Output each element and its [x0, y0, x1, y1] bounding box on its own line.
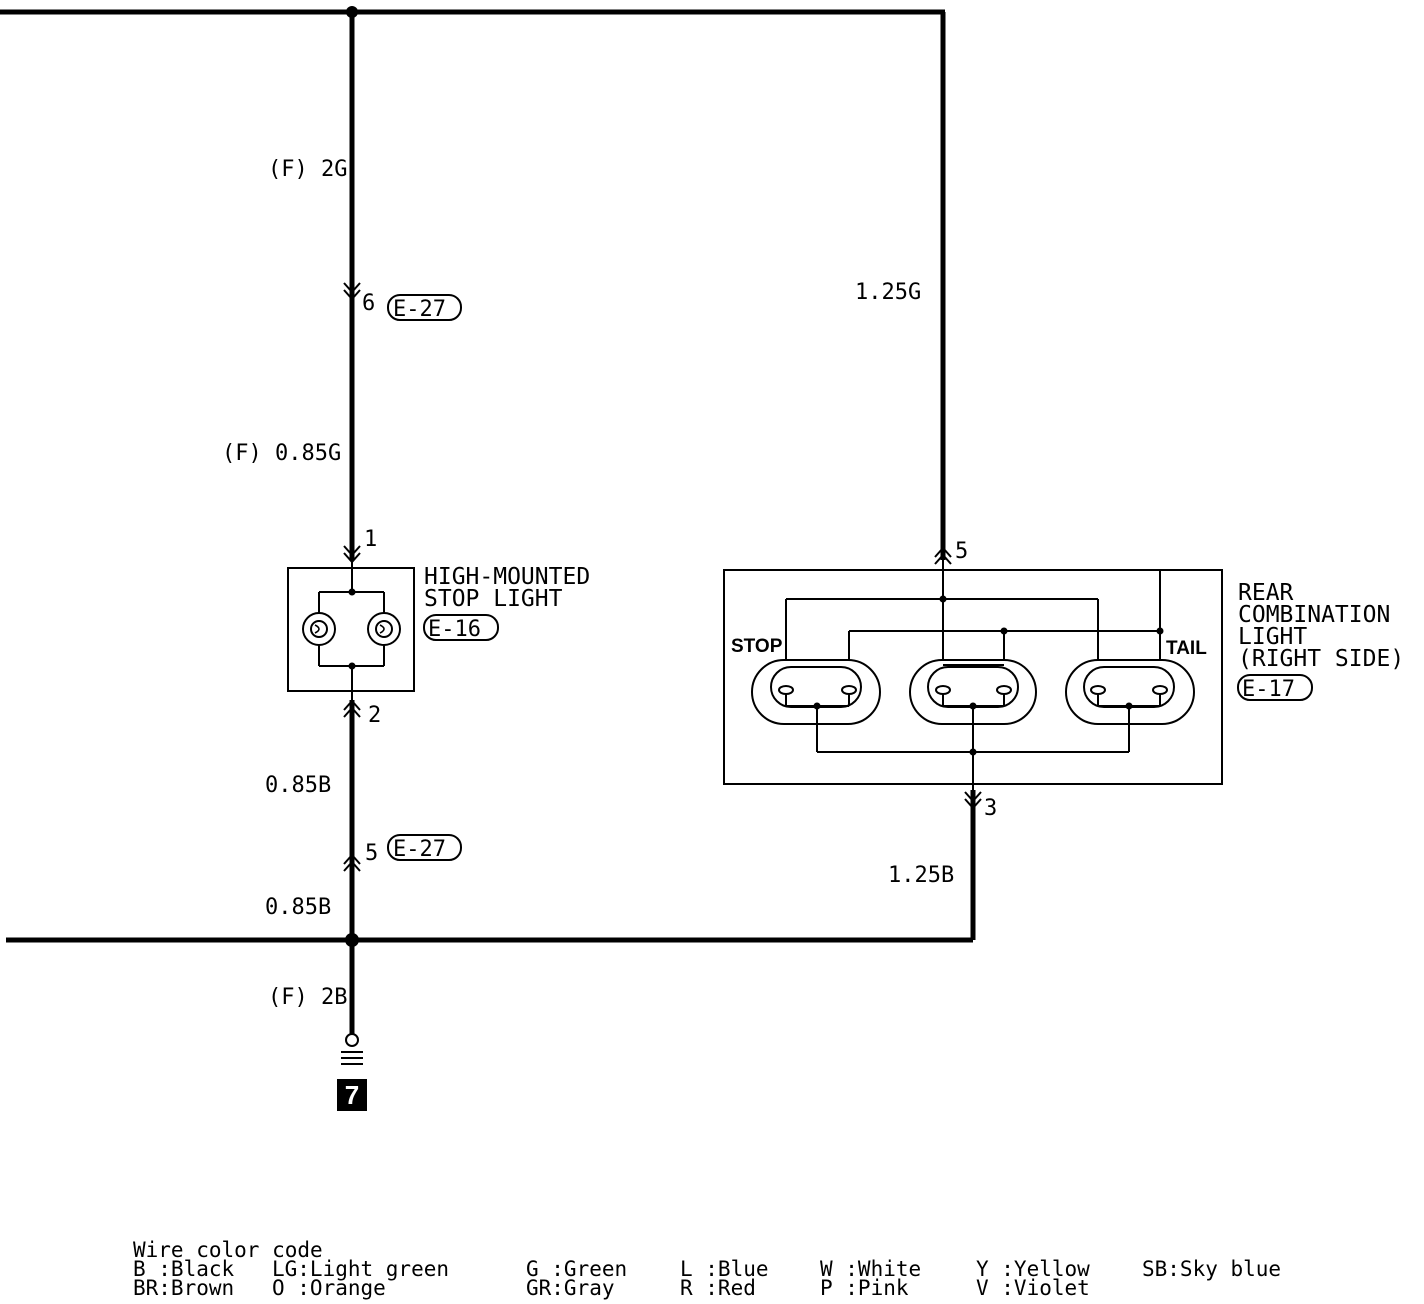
connector-label: E-27: [393, 297, 446, 322]
component-title-line1: REAR: [1238, 580, 1294, 606]
legend-entry: G :Green: [526, 1257, 627, 1281]
legend-entry: BR:Brown: [133, 1276, 234, 1300]
legend-entry: B :Black: [133, 1257, 235, 1281]
lamp-stop: [751, 659, 881, 725]
component-title-line3: LIGHT: [1238, 624, 1307, 650]
high-mounted-stop-light: 1 2 HIGH-MOUNTED STOP LIGHT E-16: [287, 527, 590, 728]
wire-label-125b: 1.25B: [888, 863, 954, 888]
pin-number-in: 1: [364, 527, 377, 552]
pin-number-out: 2: [368, 703, 381, 728]
wire-label-125g: 1.25G: [855, 280, 921, 305]
legend-entry: GR:Gray: [526, 1276, 615, 1300]
ground-point: 7: [337, 1033, 367, 1111]
pin-number-in: 5: [955, 539, 968, 564]
connector-label: E-27: [393, 837, 446, 862]
ground-terminal: [345, 1033, 359, 1047]
connector-e27-top: 6 E-27: [362, 291, 462, 322]
wire-label-085b-lower: 0.85B: [265, 895, 331, 920]
rear-combination-light: STOP TAIL 5 3 REAR COMBINATION LIGHT (RI…: [723, 539, 1404, 821]
component-title-line2: COMBINATION: [1238, 602, 1390, 628]
legend-title: Wire color code: [133, 1238, 323, 1262]
connector-label: E-17: [1242, 677, 1295, 702]
chevron-up-icon: [343, 853, 361, 872]
component-title-line4: (RIGHT SIDE): [1238, 646, 1404, 672]
bottom-junction: [345, 933, 359, 947]
ground-number: 7: [345, 1080, 359, 1110]
tail-label: TAIL: [1166, 638, 1207, 659]
ground-number-badge: [337, 1079, 367, 1111]
bulb-icon: [302, 612, 336, 646]
legend-entry: Y :Yellow: [976, 1257, 1090, 1281]
bulb-icon: [367, 612, 401, 646]
chevron-down-icon: [964, 791, 982, 810]
legend-entry: L :Blue: [680, 1257, 769, 1281]
legend-entry: SB:Sky blue: [1142, 1257, 1281, 1281]
legend-entry: LG:Light green: [272, 1257, 449, 1281]
connector-e27-bottom: 5 E-27: [365, 834, 462, 866]
connector-label-box: [387, 294, 462, 321]
legend-entry: P :Pink: [820, 1276, 909, 1300]
chevron-up-icon: [934, 546, 952, 565]
legend-entry: V :Violet: [976, 1276, 1090, 1300]
legend-entry: W :White: [820, 1257, 921, 1281]
inner-junction: [969, 748, 977, 756]
legend-entry: R :Red: [680, 1276, 756, 1300]
chevron-up-icon: [343, 699, 361, 718]
connector-pin-number: 6: [362, 291, 375, 316]
connector-label-box: [387, 834, 462, 861]
legend-entry: O :Orange: [272, 1276, 386, 1300]
connector-label-box: [1237, 674, 1313, 701]
connector-label: E-16: [428, 617, 481, 642]
connector-e17: E-17: [1237, 674, 1313, 702]
main-wires: [0, 6, 976, 1040]
connector-pin-number: 5: [365, 841, 378, 866]
wire-label-085b-upper: 0.85B: [265, 773, 331, 798]
wire-label-f-2g: (F) 2G: [268, 157, 347, 182]
connector-e16: E-16: [423, 614, 499, 642]
lamp-tail: [1065, 659, 1195, 725]
connector-label-box: [423, 614, 499, 641]
stop-label: STOP: [731, 636, 783, 657]
pin-number-out: 3: [984, 796, 997, 821]
wire-label-f-085g: (F) 0.85G: [222, 441, 341, 466]
chevron-down-icon: [343, 282, 361, 301]
wire-label-f-2b: (F) 2B: [268, 985, 347, 1010]
component-title-line2: STOP LIGHT: [424, 586, 563, 612]
component-title-line1: HIGH-MOUNTED: [424, 564, 590, 590]
wire-labels: (F) 2G (F) 0.85G 1.25G 0.85B 0.85B 1.25B…: [222, 157, 954, 1010]
